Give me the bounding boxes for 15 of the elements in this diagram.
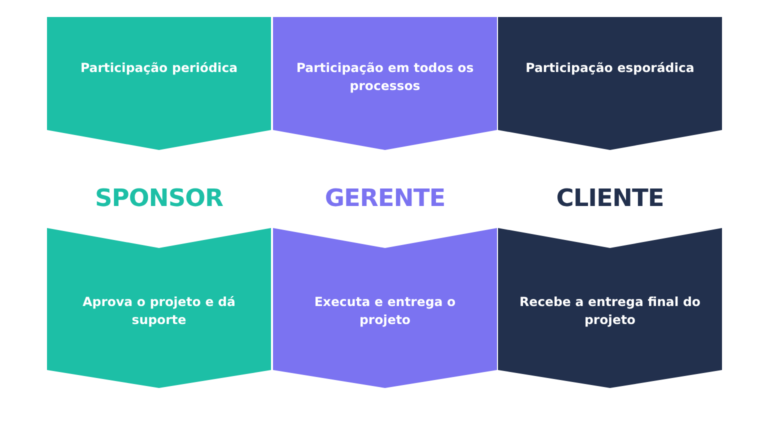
- description-text: Participação esporádica: [524, 59, 696, 77]
- description-text: Participação em todos os processos: [295, 59, 475, 95]
- description-text: Aprova o projeto e dá suporte: [82, 293, 236, 329]
- chevron-panel: [47, 228, 271, 388]
- role-title: GERENTE: [273, 184, 497, 212]
- description-text: Recebe a entrega final do projeto: [518, 293, 702, 329]
- chevron-panel: [47, 17, 271, 150]
- role-title: CLIENTE: [498, 184, 722, 212]
- chevron-panel: [498, 228, 722, 388]
- description-text: Participação periódica: [79, 59, 239, 77]
- chevron-panel: [273, 17, 497, 150]
- description-text: Executa e entrega o projeto: [313, 293, 457, 329]
- chevron-panel: [498, 17, 722, 150]
- role-title: SPONSOR: [47, 184, 271, 212]
- chevron-panel: [273, 228, 497, 388]
